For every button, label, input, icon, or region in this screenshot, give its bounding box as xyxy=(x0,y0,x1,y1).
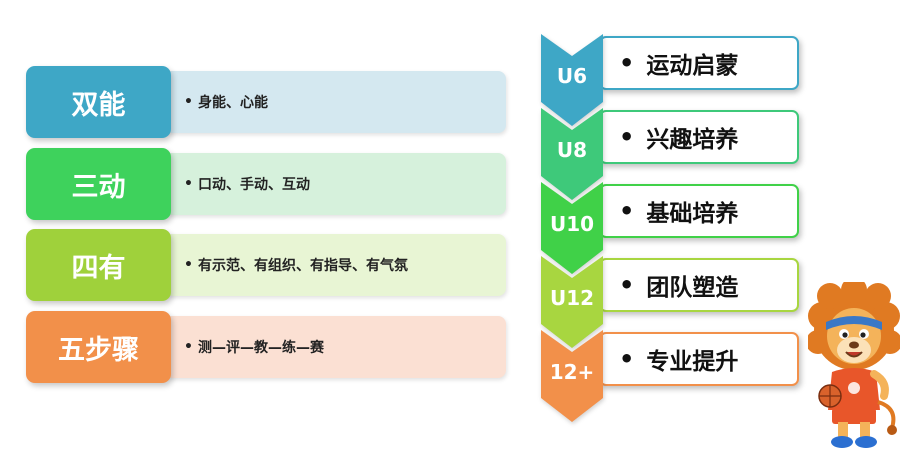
chevron-shape xyxy=(541,256,603,348)
chevron-shape xyxy=(541,34,603,126)
stage-box: • 兴趣培养 xyxy=(599,110,799,164)
row-siyou: 四有 • 有示范、有组织、有指导、有气氛 xyxy=(26,229,506,301)
chevron-shape xyxy=(541,108,603,200)
row-desc: • 口动、手动、互动 xyxy=(164,153,506,215)
chevron: 12+ xyxy=(541,330,621,422)
stage-u6: U6 • 运动启蒙 xyxy=(541,34,801,126)
row-desc-text: 口动、手动、互动 xyxy=(197,177,310,193)
stage-box: • 团队塑造 xyxy=(599,258,799,312)
bullet: • xyxy=(184,257,193,273)
row-label: 三动 xyxy=(26,148,171,220)
stage-12plus: 12+ • 专业提升 xyxy=(541,330,801,422)
row-wubuzhou: 五步骤 • 测—评—教—练—赛 xyxy=(26,311,506,383)
row-desc-text: 身能、心能 xyxy=(197,95,268,111)
bullet: • xyxy=(619,271,635,299)
stage-text: 运动启蒙 xyxy=(646,53,739,79)
bullet: • xyxy=(184,94,193,110)
lion-mascot-icon xyxy=(806,277,900,449)
row-desc-text: 有示范、有组织、有指导、有气氛 xyxy=(197,258,408,274)
chevron: U8 xyxy=(541,108,621,200)
row-label: 四有 xyxy=(26,229,171,301)
bullet: • xyxy=(184,339,193,355)
row-label: 双能 xyxy=(26,66,171,138)
stage-text: 团队塑造 xyxy=(646,275,739,301)
bullet: • xyxy=(619,197,635,225)
stage-text: 基础培养 xyxy=(646,201,739,227)
bullet: • xyxy=(619,49,635,77)
row-sandong: 三动 • 口动、手动、互动 xyxy=(26,148,506,220)
stage-text: 兴趣培养 xyxy=(646,127,739,153)
stage-u10: U10 • 基础培养 xyxy=(541,182,801,274)
stage-box: • 专业提升 xyxy=(599,332,799,386)
stage-text: 专业提升 xyxy=(646,349,739,375)
stage-tag: U8 xyxy=(556,138,588,162)
chevron: U10 xyxy=(541,182,621,274)
stage-tag: U6 xyxy=(556,64,588,88)
chevron-shape xyxy=(541,182,603,274)
chevron: U12 xyxy=(541,256,621,348)
bullet: • xyxy=(619,123,635,151)
row-shuangneng: 双能 • 身能、心能 xyxy=(26,66,506,138)
bullet: • xyxy=(184,176,193,192)
stage-u12: U12 • 团队塑造 xyxy=(541,256,801,348)
row-desc: • 有示范、有组织、有指导、有气氛 xyxy=(164,234,506,296)
row-desc-text: 测—评—教—练—赛 xyxy=(197,340,324,356)
stage-tag: U10 xyxy=(549,212,595,236)
stage-box: • 基础培养 xyxy=(599,184,799,238)
stage-tag: U12 xyxy=(549,286,595,310)
chevron: U6 xyxy=(541,34,621,126)
stage-u8: U8 • 兴趣培养 xyxy=(541,108,801,200)
bullet: • xyxy=(619,345,635,373)
row-desc: • 测—评—教—练—赛 xyxy=(164,316,506,378)
stage-box: • 运动启蒙 xyxy=(599,36,799,90)
stage-tag: 12+ xyxy=(549,360,595,384)
row-desc: • 身能、心能 xyxy=(164,71,506,133)
chevron-shape xyxy=(541,330,603,422)
row-label: 五步骤 xyxy=(26,311,171,383)
